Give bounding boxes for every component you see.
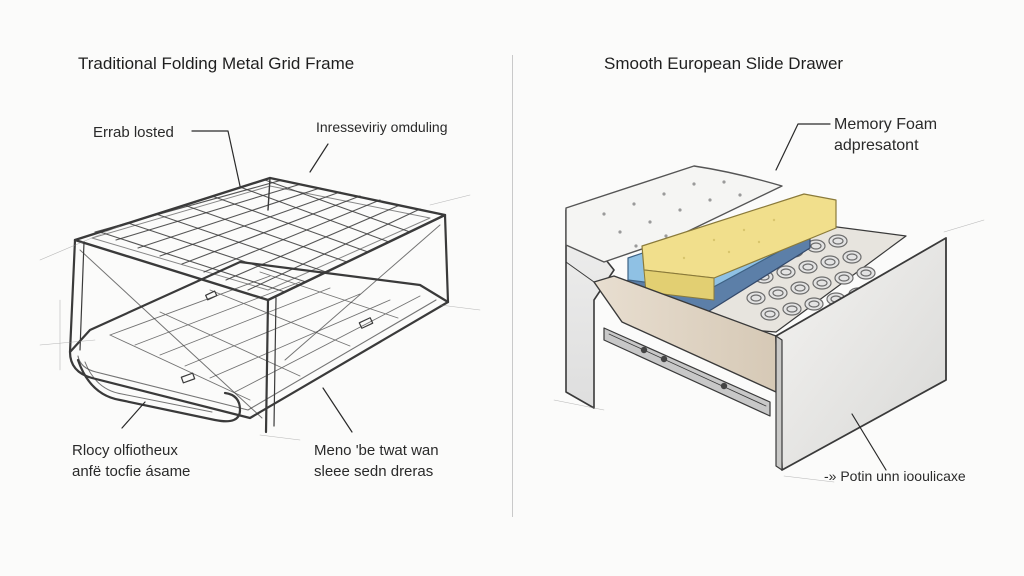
pocket-spring (821, 256, 839, 268)
pocket-spring (857, 267, 875, 279)
pocket-spring (791, 282, 809, 294)
pocket-spring (769, 287, 787, 299)
pocket-spring (761, 308, 779, 320)
label-top-right: Inresseviriy omduling (316, 117, 448, 138)
label-top-line-1: Memory Foam (834, 114, 937, 135)
right-panel: Smooth European Slide Drawer (514, 0, 1024, 576)
european-slide-drawer-illustration (514, 0, 1024, 576)
pocket-spring (813, 277, 831, 289)
label-bottom-right-line-2: sleee sedn dreras (314, 461, 439, 482)
label-bottom-left: Rlocy olfiotheux anfë tocfie ásame (72, 440, 190, 482)
pocket-spring (777, 266, 795, 278)
pocket-spring (747, 292, 765, 304)
pocket-spring (805, 298, 823, 310)
label-top-left: Errab losted (93, 122, 174, 143)
label-bottom-right-line-1: Meno 'be twat wan (314, 440, 439, 461)
pocket-spring (799, 261, 817, 273)
label-bottom-left-line-1: Rlocy olfiotheux (72, 440, 190, 461)
pocket-spring (843, 251, 861, 263)
label-top-line-2: adpresatont (834, 135, 937, 156)
pocket-spring (783, 303, 801, 315)
panel-divider (512, 55, 513, 517)
pocket-spring (829, 235, 847, 247)
pocket-spring (835, 272, 853, 284)
label-bottom: -» Potin unn iooulicaxe (824, 466, 966, 487)
label-top: Memory Foam adpresatont (834, 114, 937, 156)
label-bottom-right: Meno 'be twat wan sleee sedn dreras (314, 440, 439, 482)
label-bottom-left-line-2: anfë tocfie ásame (72, 461, 190, 482)
left-panel: Traditional Folding Metal Grid Frame (0, 0, 512, 576)
folding-tube (78, 360, 240, 421)
folding-metal-grid-frame-illustration (0, 0, 512, 576)
